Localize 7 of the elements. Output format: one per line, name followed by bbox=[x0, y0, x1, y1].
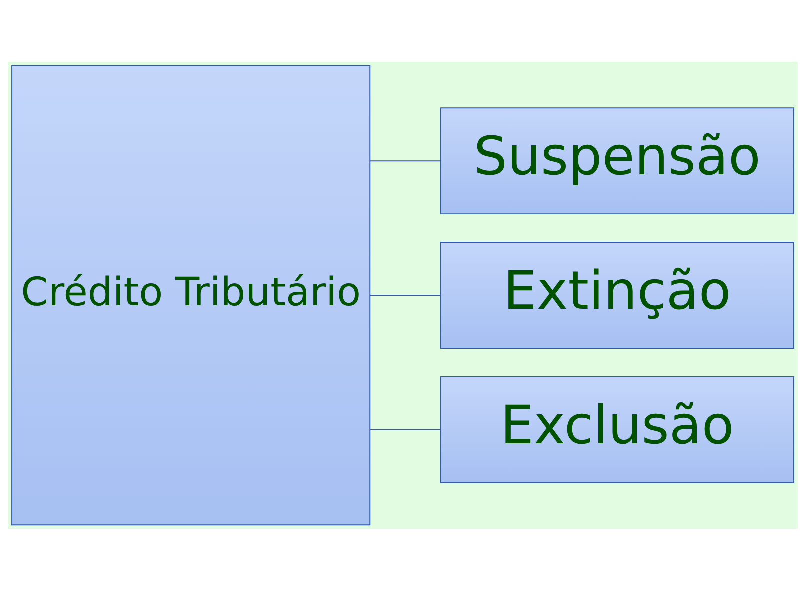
connector bbox=[370, 295, 441, 296]
node-box: Exclusão bbox=[440, 376, 794, 484]
connector bbox=[370, 429, 441, 430]
connector bbox=[370, 160, 441, 162]
node-box: Suspensão bbox=[440, 108, 794, 215]
node-box: Crédito Tributário bbox=[12, 65, 371, 526]
node-box: Extinção bbox=[440, 242, 794, 349]
